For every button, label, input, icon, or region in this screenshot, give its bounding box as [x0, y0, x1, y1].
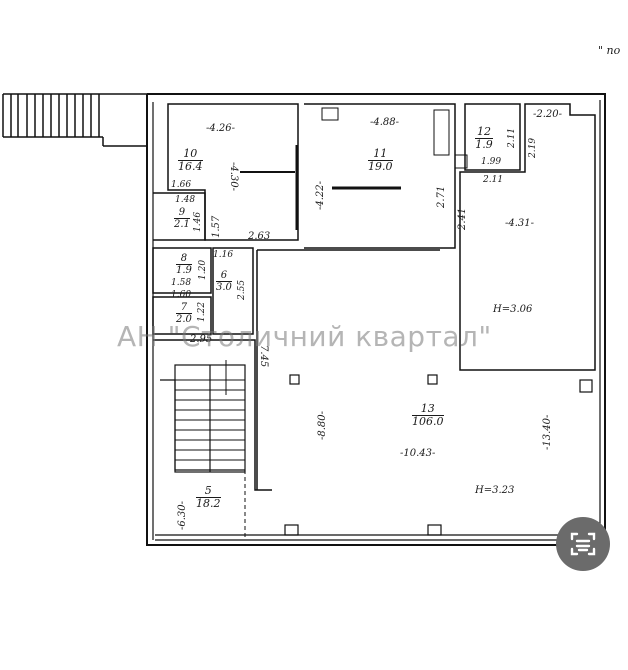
room-number: 5	[196, 484, 221, 499]
dim-r10-bottom: 2.63	[248, 231, 271, 242]
room-area: 1.9	[475, 138, 493, 152]
room-number: 13	[412, 402, 444, 417]
agency-watermark: АН "Столичний квартал"	[117, 320, 492, 353]
dim-r7-top: 1.60	[171, 290, 192, 300]
dim-r13-width: -10.43-	[400, 448, 436, 459]
room-area: 16.4	[178, 160, 203, 174]
room-area: 2.1	[174, 219, 190, 230]
dim-r12-bottom2: 2.11	[483, 175, 504, 185]
room-label-10: 10 16.4	[178, 147, 203, 174]
room-number: 7	[176, 302, 192, 314]
dim-r10-side: 1.57	[211, 215, 222, 238]
dim-r10-width: -4.26-	[206, 123, 236, 134]
room-label-6: 6 3.0	[216, 270, 232, 293]
room-number: 9	[174, 207, 190, 219]
dim-r11-right2: 2.41	[457, 207, 468, 230]
room-area: 2.0	[176, 314, 192, 325]
dim-r12-h2: 2.19	[528, 137, 538, 158]
external-stair	[2, 93, 147, 147]
corner-note: " по	[598, 44, 621, 57]
dim-r8-bottom: 1.58	[171, 278, 192, 288]
room-number: 8	[176, 253, 192, 265]
room-number: 10	[178, 147, 203, 162]
dim-r12-bottom: 1.99	[481, 157, 502, 167]
room-number: 12	[475, 125, 493, 140]
dim-r8-side: 1.20	[198, 259, 208, 280]
dim-r5-height: -6.30-	[177, 500, 188, 530]
dim-r13-right: -13.40-	[542, 414, 553, 450]
dim-ne-room-width: -4.31-	[505, 218, 535, 229]
text-scan-button[interactable]	[556, 517, 610, 571]
dim-ne-width: -2.20-	[533, 109, 563, 120]
dim-r13-height: -8.80-	[317, 410, 328, 440]
room-label-12: 12 1.9	[475, 125, 493, 152]
text-scan-icon	[570, 532, 596, 556]
dim-ne-height: H=3.06	[493, 304, 533, 315]
room-number: 6	[216, 270, 232, 282]
dim-r9-side: 1.46	[193, 211, 203, 232]
dim-r11-right: 2.71	[436, 185, 447, 208]
dim-r11-width: -4.88-	[370, 117, 400, 128]
room-area: 1.9	[176, 265, 192, 276]
room-label-8: 8 1.9	[176, 253, 192, 276]
dim-r11-height: -4.22-	[315, 180, 326, 210]
dim-r12-h1: 2.11	[507, 127, 517, 148]
room-label-13: 13 106.0	[412, 402, 444, 429]
room-area: 3.0	[216, 282, 232, 293]
room-area: 18.2	[196, 497, 221, 511]
dim-stair-width: 2.95	[190, 334, 213, 345]
dim-r9-top1: 1.66	[171, 180, 192, 190]
room-area: 19.0	[368, 160, 393, 174]
dim-r9-top2: 1.48	[175, 195, 196, 205]
dim-r10-height: -4.30-	[228, 162, 239, 192]
room-label-7: 7 2.0	[176, 302, 192, 325]
dim-r7-side: 1.22	[197, 301, 207, 322]
room-label-11: 11 19.0	[368, 147, 393, 174]
dim-r6-side: 2.55	[237, 279, 247, 300]
room-label-5: 5 18.2	[196, 484, 221, 511]
room-number: 11	[368, 147, 393, 162]
room-area: 106.0	[412, 415, 444, 429]
dim-r13-ceiling: H=3.23	[475, 485, 515, 496]
dim-r8-top: 1.16	[213, 250, 234, 260]
room-label-9: 9 2.1	[174, 207, 190, 230]
